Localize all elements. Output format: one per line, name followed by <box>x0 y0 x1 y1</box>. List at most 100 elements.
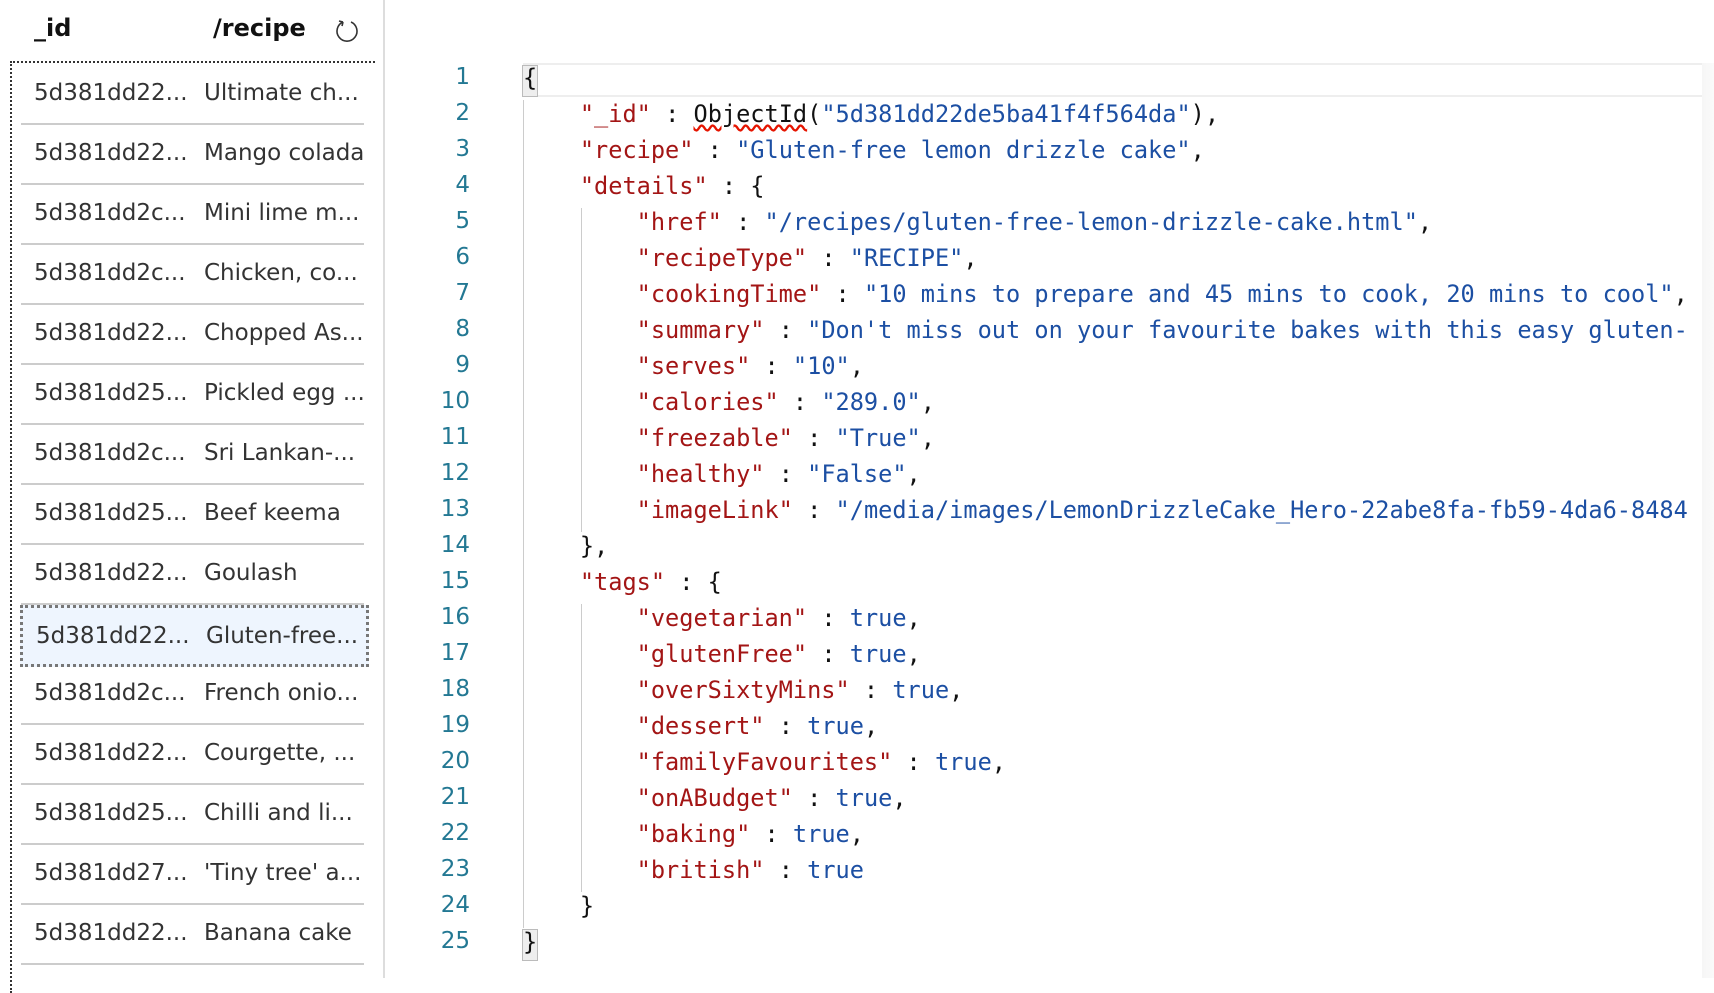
line-number: 16 <box>440 604 470 630</box>
document-row[interactable]: 5d381dd22...Goulash <box>21 545 364 605</box>
document-id: 5d381dd2c... <box>34 680 186 706</box>
document-row[interactable]: 5d381dd27...'Tiny tree' a... <box>21 845 364 905</box>
json-key: "cookingTime" <box>636 280 822 308</box>
json-punctuation: ObjectId <box>693 100 808 128</box>
document-row[interactable]: 5d381dd22...Courgette, ... <box>21 725 364 785</box>
json-key: "calories" <box>636 388 779 416</box>
json-boolean: true <box>892 676 950 704</box>
document-id: 5d381dd2c... <box>34 200 186 226</box>
json-punctuation: }, <box>523 532 609 560</box>
bracket-match-highlight <box>522 65 538 97</box>
json-punctuation: , <box>991 748 1006 776</box>
code-line[interactable]: "href" : "/recipes/gluten-free-lemon-dri… <box>523 208 1433 236</box>
json-string: "RECIPE" <box>849 244 964 272</box>
code-line[interactable]: "recipeType" : "RECIPE", <box>523 244 978 272</box>
document-row[interactable]: 5d381dd25...Chilli and li... <box>21 785 364 845</box>
document-recipe: Banana cake <box>204 920 352 946</box>
json-punctuation: : <box>792 784 836 812</box>
code-line[interactable]: "familyFavourites" : true, <box>523 748 1006 776</box>
line-number: 10 <box>440 388 470 414</box>
bracket-match-highlight <box>522 929 538 961</box>
code-line[interactable]: } <box>523 928 537 956</box>
json-string: "Don't miss out on your favourite bakes … <box>807 316 1688 344</box>
json-editor[interactable]: 1{2 "_id" : ObjectId("5d381dd22de5ba41f4… <box>385 0 1714 978</box>
code-line[interactable]: "tags" : { <box>523 568 722 596</box>
code-line[interactable]: "imageLink" : "/media/images/LemonDrizzl… <box>523 496 1688 524</box>
json-key: "familyFavourites" <box>636 748 893 776</box>
json-punctuation: : <box>750 352 793 380</box>
json-boolean: true <box>807 856 864 884</box>
json-punctuation: : <box>764 460 808 488</box>
json-punctuation: : { <box>707 172 765 200</box>
code-line[interactable]: } <box>523 892 594 920</box>
indent-guide <box>581 604 582 892</box>
document-recipe: Ultimate ch... <box>204 80 359 106</box>
code-line[interactable]: "recipe" : "Gluten-free lemon drizzle ca… <box>523 136 1205 164</box>
code-line[interactable]: { <box>523 64 537 92</box>
document-id: 5d381dd2c... <box>34 440 186 466</box>
json-string: "False" <box>807 460 907 488</box>
json-punctuation <box>523 208 637 236</box>
json-key: "imageLink" <box>636 496 793 524</box>
refresh-icon[interactable] <box>334 18 360 44</box>
line-number: 4 <box>455 172 470 198</box>
code-line[interactable]: "details" : { <box>523 172 765 200</box>
code-line[interactable]: "calories" : "289.0", <box>523 388 935 416</box>
document-row[interactable]: 5d381dd2c...Mini lime m... <box>21 185 364 245</box>
column-header-recipe[interactable]: /recipe <box>213 14 306 42</box>
line-number: 12 <box>440 460 470 486</box>
json-punctuation: : <box>764 316 808 344</box>
document-row[interactable]: 5d381dd2c...French onio... <box>21 665 364 725</box>
document-row[interactable]: 5d381dd22...Ultimate ch... <box>21 65 364 125</box>
json-string: "10" <box>792 352 850 380</box>
code-line[interactable]: "glutenFree" : true, <box>523 640 921 668</box>
document-recipe: Mango colada <box>204 140 365 166</box>
code-line[interactable]: }, <box>523 532 608 560</box>
document-row[interactable]: 5d381dd22...Gluten-free... <box>20 605 369 667</box>
code-line[interactable]: "serves" : "10", <box>523 352 864 380</box>
column-header-id[interactable]: _id <box>34 14 72 42</box>
code-line[interactable]: "freezable" : "True", <box>523 424 935 452</box>
code-line[interactable]: "overSixtyMins" : true, <box>523 676 964 704</box>
line-number: 18 <box>440 676 470 702</box>
json-string: "/recipes/gluten-free-lemon-drizzle-cake… <box>764 208 1418 236</box>
json-key: "href" <box>636 208 722 236</box>
document-id: 5d381dd22... <box>34 320 188 346</box>
json-punctuation <box>523 100 580 128</box>
json-punctuation <box>523 280 637 308</box>
code-line[interactable]: "healthy" : "False", <box>523 460 921 488</box>
json-punctuation: : <box>821 280 864 308</box>
editor-scrollbar[interactable] <box>1702 63 1714 978</box>
json-punctuation <box>523 640 637 668</box>
document-row[interactable]: 5d381dd25...Beef keema <box>21 485 364 545</box>
json-punctuation: , <box>1190 136 1205 164</box>
json-key: "baking" <box>636 820 751 848</box>
code-line[interactable]: "british" : true <box>523 856 864 884</box>
document-row[interactable]: 5d381dd25...Pickled egg ... <box>21 365 365 425</box>
document-recipe: Pickled egg ... <box>204 380 365 406</box>
code-line[interactable]: "vegetarian" : true, <box>523 604 921 632</box>
current-line-highlight <box>523 63 1703 97</box>
code-line[interactable]: "summary" : "Don't miss out on your favo… <box>523 316 1688 344</box>
line-number: 8 <box>455 316 470 342</box>
document-recipe: Goulash <box>204 560 298 586</box>
json-punctuation: : <box>792 424 836 452</box>
json-punctuation: , <box>892 784 907 812</box>
document-row[interactable]: 5d381dd2c...Chicken, co... <box>21 245 364 305</box>
line-number: 19 <box>440 712 470 738</box>
document-row[interactable]: 5d381dd22...Chopped As... <box>21 305 364 365</box>
document-recipe: Beef keema <box>204 500 341 526</box>
code-line[interactable]: "_id" : ObjectId("5d381dd22de5ba41f4f564… <box>523 100 1219 128</box>
document-row[interactable]: 5d381dd22...Mango colada <box>21 125 364 185</box>
json-string: "Gluten-free lemon drizzle cake" <box>736 136 1191 164</box>
json-punctuation: : <box>792 496 836 524</box>
code-line[interactable]: "baking" : true, <box>523 820 864 848</box>
line-number: 25 <box>440 928 470 954</box>
json-punctuation <box>523 316 637 344</box>
document-row[interactable]: 5d381dd2c...Sri Lankan-... <box>21 425 364 485</box>
code-line[interactable]: "onABudget" : true, <box>523 784 907 812</box>
code-line[interactable]: "dessert" : true, <box>523 712 879 740</box>
code-line[interactable]: "cookingTime" : "10 mins to prepare and … <box>523 280 1688 308</box>
document-row[interactable]: 5d381dd22...Banana cake <box>21 905 364 965</box>
json-punctuation: , <box>849 820 864 848</box>
